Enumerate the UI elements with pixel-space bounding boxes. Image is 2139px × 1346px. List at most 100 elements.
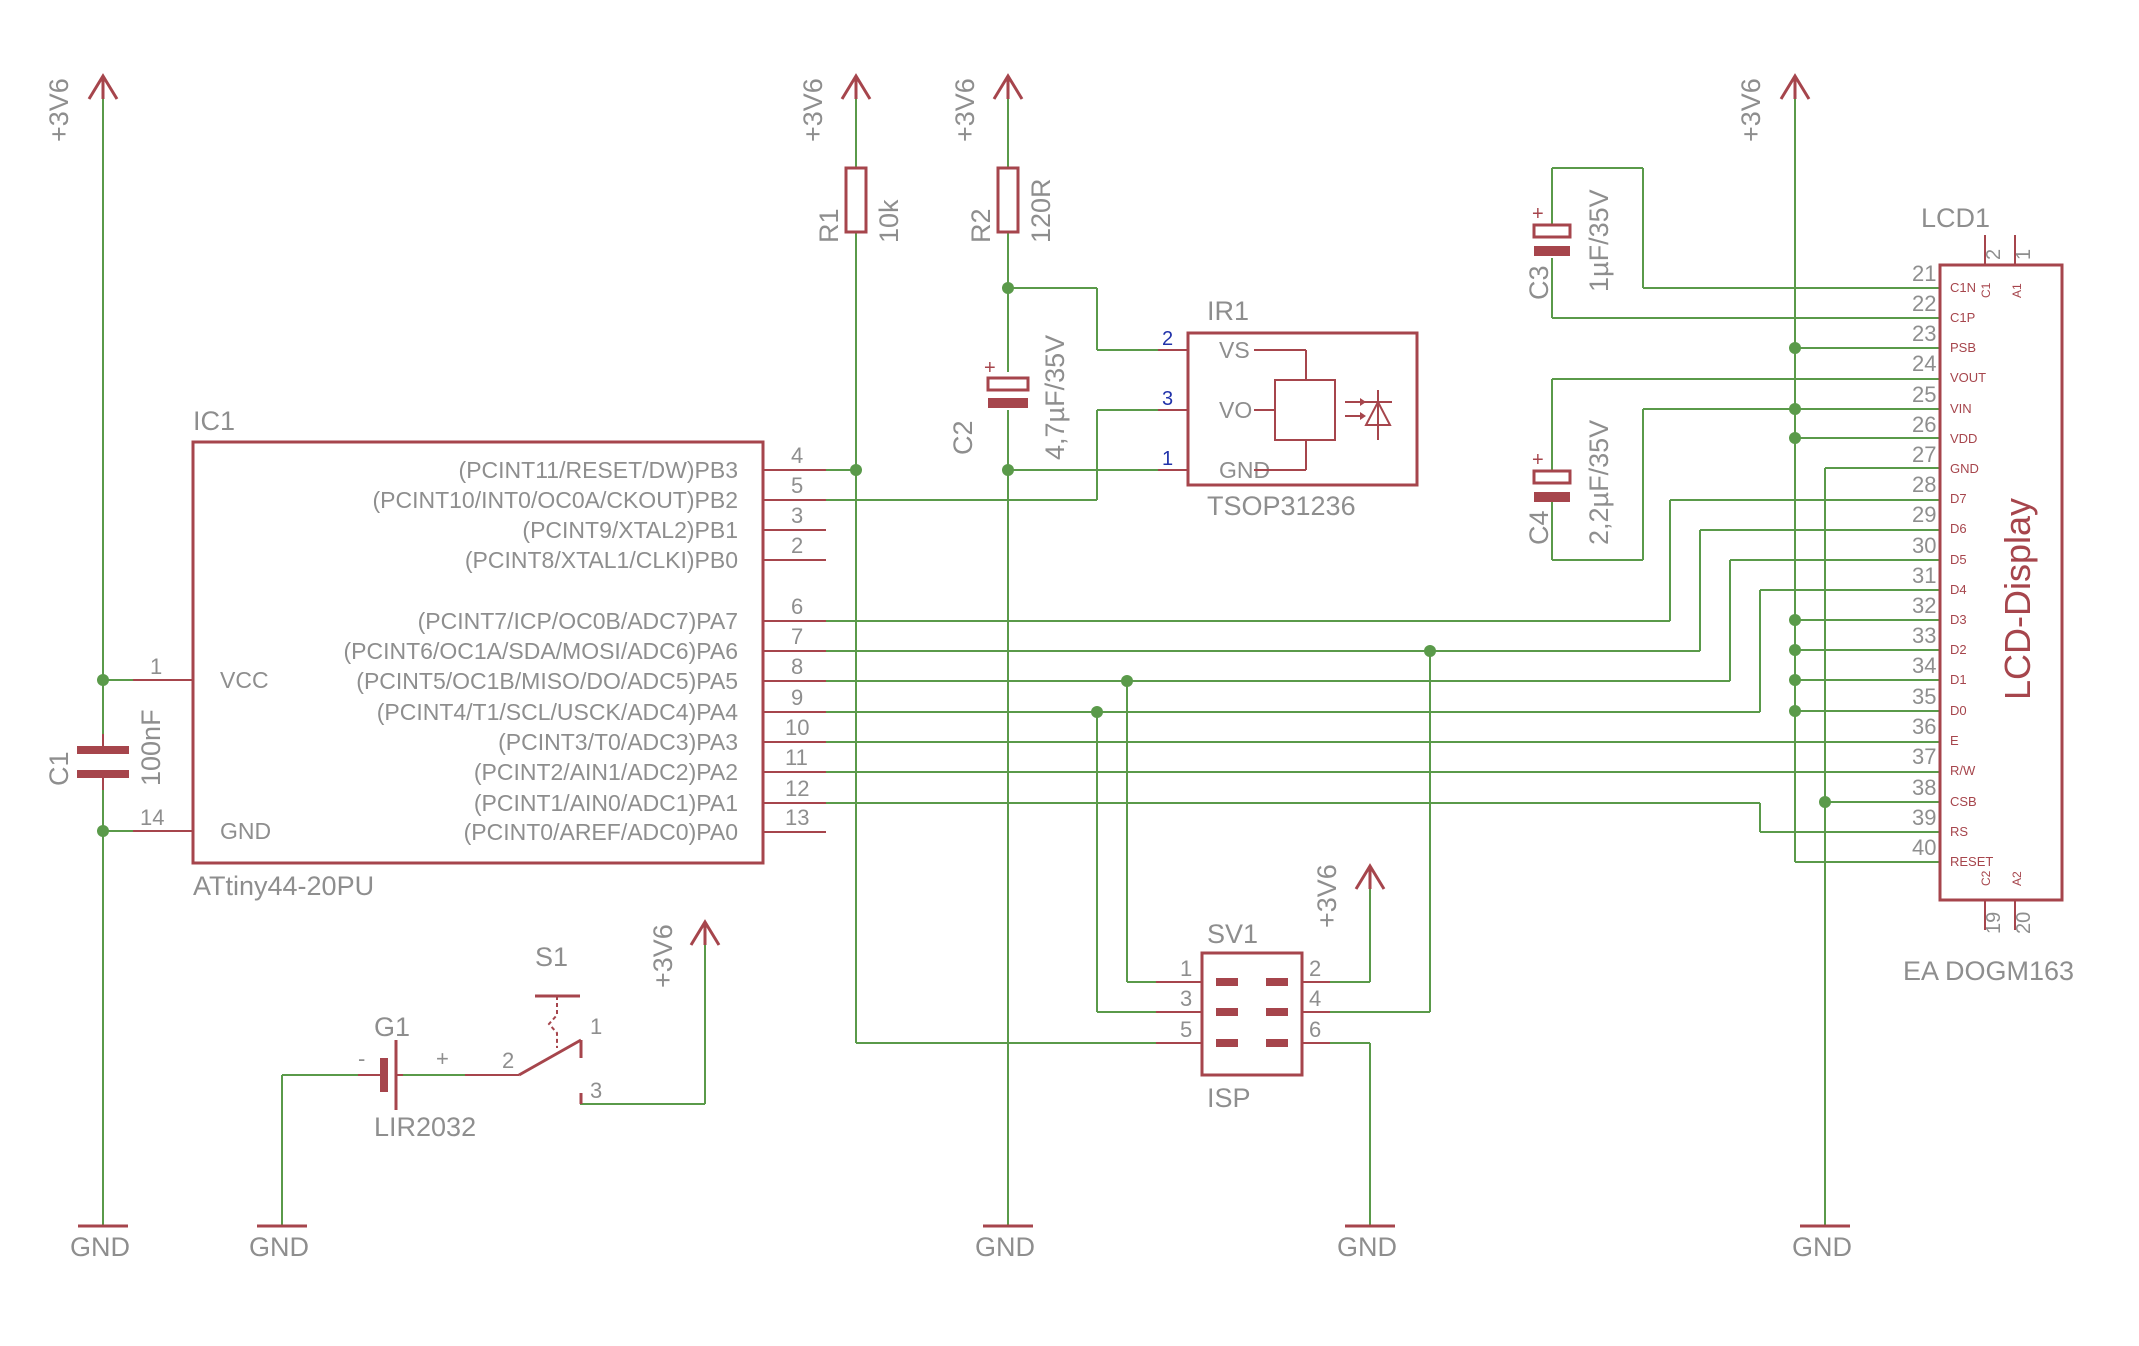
ic1-name: IC1 bbox=[193, 406, 235, 436]
supply-arrow: +3V6 bbox=[1312, 863, 1386, 928]
supply-arrow: +3V6 bbox=[798, 73, 872, 142]
svg-text:+: + bbox=[1532, 449, 1544, 471]
ic1-pin-num: 3 bbox=[791, 503, 803, 528]
supply-label: +3V6 bbox=[44, 78, 74, 142]
s1-switch: S1 1 2 3 bbox=[465, 942, 602, 1104]
lcd1-pin-num: 40 bbox=[1912, 835, 1936, 860]
lcd1-title: LCD-Display bbox=[1997, 498, 2038, 700]
c2-capacitor: + C2 4,7µF/35V bbox=[948, 335, 1070, 460]
ic1-pin-num: 11 bbox=[785, 745, 808, 770]
ic1-pin-num: 9 bbox=[791, 685, 803, 710]
c2-value: 4,7µF/35V bbox=[1040, 335, 1070, 460]
ic1-pin-name: (PCINT5/OC1B/MISO/DO/ADC5)PA5 bbox=[356, 668, 738, 694]
lcd1-pin-name: D1 bbox=[1950, 672, 1967, 687]
r1-name: R1 bbox=[814, 208, 844, 243]
lcd1-pin-num: 32 bbox=[1912, 593, 1936, 618]
ic1-pin-name: (PCINT0/AREF/ADC0)PA0 bbox=[464, 819, 738, 845]
lcd1-name: LCD1 bbox=[1921, 203, 1990, 233]
g1-plus: + bbox=[436, 1046, 449, 1071]
lcd1-pin-num: 20 bbox=[2013, 912, 2035, 934]
c4-value: 2,2µF/35V bbox=[1584, 420, 1614, 545]
c2-name: C2 bbox=[948, 420, 978, 455]
lcd1-pin-name: D4 bbox=[1950, 582, 1967, 597]
lcd1-pin-num: 34 bbox=[1912, 653, 1936, 678]
ir1-pin-name: VS bbox=[1219, 337, 1250, 363]
ground-symbol: GND bbox=[249, 1224, 309, 1262]
lcd1-pin-name: RESET bbox=[1950, 854, 1993, 869]
ic1-pin-name: (PCINT10/INT0/OC0A/CKOUT)PB2 bbox=[372, 487, 738, 513]
lcd1-display: LCD1 EA DOGM163 LCD-Display 2 1 C1 A1 19… bbox=[1903, 203, 2074, 986]
lcd1-pin-name: E bbox=[1950, 733, 1959, 748]
ic1-pin-num: 2 bbox=[791, 533, 803, 558]
ground-label: GND bbox=[249, 1232, 309, 1262]
c4-name: C4 bbox=[1524, 510, 1554, 545]
ic1-pin-num: 10 bbox=[785, 715, 809, 740]
ic1-pin-num: 5 bbox=[791, 473, 803, 498]
lcd1-pin-num: 39 bbox=[1912, 805, 1936, 830]
ic1-pin-name: GND bbox=[220, 818, 271, 844]
c1-name: C1 bbox=[44, 751, 74, 786]
ground-label: GND bbox=[1792, 1232, 1852, 1262]
ground-label: GND bbox=[1337, 1232, 1397, 1262]
ground-symbol: GND bbox=[975, 1224, 1035, 1262]
g1-battery: G1 LIR2032 - + bbox=[358, 1012, 476, 1142]
supply-arrow: +3V6 bbox=[44, 73, 119, 142]
ic1-pin-num: 1 bbox=[150, 654, 162, 679]
ic1-pin-name: (PCINT11/RESET/DW)PB3 bbox=[459, 457, 738, 483]
ground-label: GND bbox=[975, 1232, 1035, 1262]
ir1-pin-num: 1 bbox=[1162, 448, 1173, 470]
photodiode-icon bbox=[1345, 390, 1392, 440]
ic1-pin-name: VCC bbox=[220, 667, 269, 693]
ground-symbols: GND GND GND GND GND bbox=[70, 1224, 1852, 1262]
lcd1-pin-num: 2 bbox=[1983, 249, 2005, 260]
ground-symbol: GND bbox=[1337, 1224, 1397, 1262]
ic1-pin-name: (PCINT9/XTAL2)PB1 bbox=[522, 517, 738, 543]
ic1-pin-name: (PCINT7/ICP/OC0B/ADC7)PA7 bbox=[418, 608, 738, 634]
lcd1-pin-name: VIN bbox=[1950, 401, 1972, 416]
supply-label: +3V6 bbox=[1312, 864, 1342, 928]
ic1-pin-num: 13 bbox=[785, 805, 809, 830]
lcd1-value: EA DOGM163 bbox=[1903, 956, 2074, 986]
supply-label: +3V6 bbox=[798, 78, 828, 142]
r1-value: 10k bbox=[874, 199, 904, 243]
s1-pin-num: 2 bbox=[502, 1048, 514, 1073]
supply-arrow: +3V6 bbox=[1736, 73, 1811, 142]
supply-label: +3V6 bbox=[1736, 78, 1766, 142]
sv1-isp-header: SV1 ISP 1 3 5 2 4 6 bbox=[1156, 919, 1330, 1113]
ir1-value: TSOP31236 bbox=[1207, 491, 1356, 521]
c3-capacitor: + C3 1µF/35V bbox=[1524, 189, 1614, 300]
lcd1-pin-num: 30 bbox=[1912, 533, 1936, 558]
sv1-pin-num: 4 bbox=[1309, 986, 1321, 1011]
lcd1-pin-num: 38 bbox=[1912, 775, 1936, 800]
lcd1-pin-name: RS bbox=[1950, 824, 1968, 839]
lcd1-pin-name: C2 bbox=[1979, 870, 1993, 886]
sv1-pin-num: 5 bbox=[1180, 1017, 1192, 1042]
ground-symbol: GND bbox=[1792, 1224, 1852, 1262]
s1-pin-num: 1 bbox=[590, 1014, 602, 1039]
ic1-value: ATtiny44-20PU bbox=[193, 871, 374, 901]
ic1-attiny44: IC1 ATtiny44-20PU 1 14 VCC GND 4 5 3 2 6… bbox=[133, 406, 826, 901]
c1-capacitor: C1 100nF bbox=[44, 709, 166, 790]
r2-resistor: R2 120R bbox=[966, 166, 1056, 243]
r2-value: 120R bbox=[1026, 178, 1056, 243]
sv1-pin-num: 2 bbox=[1309, 956, 1321, 981]
supply-symbols: +3V6 +3V6 +3V6 +3V6 +3V6 +3V6 bbox=[44, 73, 1811, 988]
lcd1-pin-num: 24 bbox=[1912, 351, 1936, 376]
ic1-pin-num: 14 bbox=[140, 805, 164, 830]
lcd1-pin-name: PSB bbox=[1950, 340, 1976, 355]
ic1-pin-name: (PCINT3/T0/ADC3)PA3 bbox=[498, 729, 738, 755]
supply-label: +3V6 bbox=[648, 924, 678, 988]
ir1-receiver: IR1 TSOP31236 2 3 1 VS VO GND bbox=[1158, 296, 1419, 521]
supply-arrow: +3V6 bbox=[950, 73, 1024, 142]
lcd1-pin-name: D6 bbox=[1950, 521, 1967, 536]
lcd1-pin-name: C1P bbox=[1950, 310, 1975, 325]
lcd1-pin-name: D5 bbox=[1950, 552, 1967, 567]
supply-arrow: +3V6 bbox=[648, 919, 721, 988]
ground-symbol: GND bbox=[70, 1224, 130, 1262]
c3-value: 1µF/35V bbox=[1584, 189, 1614, 292]
lcd1-pin-num: 28 bbox=[1912, 472, 1936, 497]
lcd1-pin-name: C1 bbox=[1979, 282, 1993, 298]
sv1-value: ISP bbox=[1207, 1083, 1251, 1113]
c4-capacitor: + C4 2,2µF/35V bbox=[1524, 420, 1614, 545]
s1-name: S1 bbox=[535, 942, 568, 972]
